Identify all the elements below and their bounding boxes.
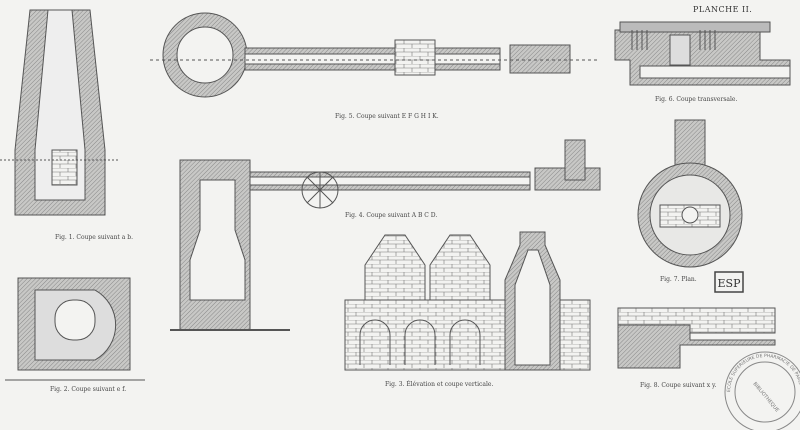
- caption-fig7: Fig. 7. Plan.: [660, 276, 697, 283]
- fig1-drawing: [0, 9, 120, 216]
- monogram-text: ESP: [718, 277, 742, 290]
- caption-fig3: Fig. 3. Élévation et coupe verticale.: [385, 381, 494, 388]
- library-stamp: [724, 351, 800, 430]
- caption-fig1: Fig. 1. Coupe suivant a b.: [55, 234, 133, 241]
- esp-monogram: [714, 271, 744, 293]
- plate-title: PLANCHE II.: [693, 5, 753, 14]
- caption-fig5: Fig. 5. Coupe suivant E F G H I K.: [335, 113, 439, 120]
- caption-fig2: Fig. 2. Coupe suivant e f.: [50, 386, 127, 393]
- fig6-drawing: [614, 21, 791, 86]
- caption-fig8: Fig. 8. Coupe suivant x y.: [640, 382, 717, 389]
- caption-fig6: Fig. 6. Coupe transversale.: [655, 96, 738, 103]
- caption-fig4: Fig. 4. Coupe suivant A B C D.: [345, 212, 438, 219]
- fig2-drawing: [5, 277, 145, 381]
- fig8-drawing: [617, 307, 776, 369]
- fig7-drawing: [637, 119, 743, 268]
- stamp-center: BIBLIOTHEQUE: [751, 381, 780, 413]
- fig4-drawing: [170, 139, 601, 331]
- fig3-drawing: [344, 231, 591, 371]
- stamp-ring-text: ECOLE SUPERIEURE DE PHARMACIE DE PARIS: [726, 353, 800, 392]
- fig5-drawing: [150, 12, 600, 98]
